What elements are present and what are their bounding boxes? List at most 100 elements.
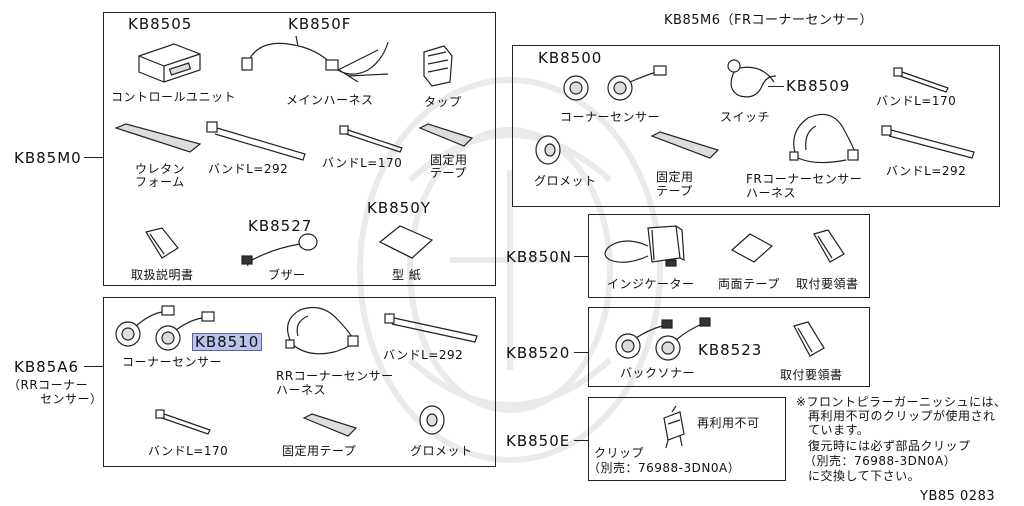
label-main-harness: メインハーネス bbox=[286, 93, 374, 107]
fr-sensor-harness-icon bbox=[789, 113, 859, 164]
label-fr-harness-2: ハーネス bbox=[746, 186, 797, 200]
leader-line bbox=[84, 366, 103, 367]
label-rr-harness-2: ハーネス bbox=[276, 383, 327, 397]
label-double-tape: 両面テープ bbox=[718, 277, 780, 291]
control-unit-icon bbox=[138, 43, 201, 83]
footer-code: YB85 0283 bbox=[920, 489, 996, 504]
main-harness-icon bbox=[241, 35, 389, 83]
group-kb850e-code: KB850E bbox=[506, 432, 571, 450]
indicator-icon bbox=[604, 225, 685, 267]
label-buzzer: ブザー bbox=[268, 268, 306, 282]
label-rr-harness-1: RRコーナーセンサー bbox=[276, 369, 394, 383]
tap-connector-icon bbox=[423, 45, 453, 87]
rr-corner-sensor-icon bbox=[115, 305, 215, 351]
band-292-m6-icon bbox=[881, 125, 975, 159]
switch-icon bbox=[727, 59, 777, 98]
label-indicator: インジケーター bbox=[607, 277, 695, 291]
leader-line bbox=[574, 256, 588, 257]
fixing-tape-a6-icon bbox=[302, 413, 358, 437]
part-code-kb850y: KB850Y bbox=[367, 199, 431, 217]
grommet-m6-icon bbox=[535, 135, 561, 165]
band-170-a6-icon bbox=[155, 409, 211, 435]
label-fixing-tape-1: 固定用 bbox=[430, 153, 468, 167]
label-rr-corner-sensor: コーナーセンサー bbox=[122, 355, 223, 369]
rr-sensor-harness-icon bbox=[285, 307, 359, 355]
label-control-unit: コントロールユニット bbox=[111, 90, 237, 104]
label-band-292-a6: バンドL=292 bbox=[383, 348, 464, 362]
note-line-1: ※フロントピラーガーニッシュには、 bbox=[796, 395, 1007, 409]
fixing-tape-m6-icon bbox=[650, 131, 720, 159]
band-292-a6-icon bbox=[384, 313, 478, 343]
buzzer-icon bbox=[241, 233, 318, 267]
group-kb8520-code: KB8520 bbox=[506, 344, 571, 362]
note-line-2: 再利用不可のクリップが使用され bbox=[808, 409, 996, 423]
double-sided-tape-icon bbox=[730, 233, 774, 263]
group-kb85a6-sub-2: センサー） bbox=[40, 392, 103, 406]
back-sonar-icon bbox=[615, 317, 711, 361]
note-line-5: （別売：76988-3DN0A） bbox=[804, 454, 957, 468]
leader-line bbox=[84, 157, 103, 158]
label-not-reusable: 再利用不可 bbox=[697, 416, 760, 430]
label-template: 型 紙 bbox=[392, 268, 422, 282]
group-kb85a6-sub-1: （RRコーナー bbox=[8, 378, 89, 392]
clip-icon bbox=[663, 405, 685, 449]
leader-line bbox=[574, 352, 588, 353]
install-guide-20-icon bbox=[793, 321, 825, 357]
label-manual: 取扱説明書 bbox=[131, 268, 194, 282]
leader-line bbox=[574, 440, 588, 441]
label-fixing-tape-m6-2: テープ bbox=[656, 184, 693, 198]
label-urethane-foam-2: フォーム bbox=[135, 175, 185, 189]
part-code-kb8500: KB8500 bbox=[538, 49, 603, 67]
label-band-170-m6: バンドL=170 bbox=[876, 94, 957, 108]
label-clip: クリップ bbox=[594, 446, 645, 460]
group-kb850n-box bbox=[588, 214, 870, 298]
label-install-guide-20: 取付要領書 bbox=[780, 368, 843, 382]
group-kb85m6-header: KB85M6（FRコーナーセンサー） bbox=[664, 13, 873, 28]
watermark-emblem bbox=[357, 77, 663, 463]
group-kb850n-code: KB850N bbox=[506, 248, 572, 266]
part-code-kb8505: KB8505 bbox=[128, 15, 193, 33]
label-fixing-tape-2: テープ bbox=[430, 166, 467, 180]
label-tap: タップ bbox=[424, 95, 462, 109]
label-fixing-tape-a6: 固定用テープ bbox=[282, 444, 357, 458]
label-grommet-a6: グロメット bbox=[410, 444, 473, 458]
label-clip-part: （別売：76988-3DN0A） bbox=[588, 461, 741, 475]
label-fr-corner-sensor: コーナーセンサー bbox=[560, 110, 661, 124]
label-install-guide-n: 取付要領書 bbox=[796, 277, 859, 291]
urethane-foam-icon bbox=[114, 123, 202, 153]
note-line-3: ています。 bbox=[808, 423, 870, 437]
note-line-6: に交換して下さい。 bbox=[808, 469, 921, 483]
group-kb8520-box bbox=[588, 307, 870, 387]
band-292-icon bbox=[206, 121, 306, 161]
label-band-170-a6: バンドL=170 bbox=[148, 444, 229, 458]
label-fixing-tape-m6-1: 固定用 bbox=[656, 170, 694, 184]
label-band-170: バンドL=170 bbox=[322, 156, 403, 170]
group-kb85a6-code: KB85A6 bbox=[14, 358, 80, 376]
install-guide-n-icon bbox=[813, 229, 845, 263]
group-kb85a6-box bbox=[103, 297, 496, 467]
label-band-292: バンドL=292 bbox=[208, 162, 289, 176]
group-kb85m0-box bbox=[103, 12, 496, 286]
template-sheet-icon bbox=[378, 225, 434, 259]
leader-line bbox=[768, 86, 784, 87]
note-line-4: 復元時には必ず部品クリップ bbox=[808, 439, 971, 453]
label-back-sonar: バックソナー bbox=[620, 366, 696, 380]
band-170-m6-icon bbox=[893, 67, 949, 93]
grommet-a6-icon bbox=[419, 405, 445, 435]
group-kb850e-box bbox=[588, 397, 786, 481]
part-code-kb8510-highlighted: KB8510 bbox=[192, 333, 263, 351]
group-kb85m6-box bbox=[512, 45, 1000, 207]
label-urethane-foam-1: ウレタン bbox=[135, 162, 186, 176]
part-code-kb8527: KB8527 bbox=[248, 217, 313, 235]
part-code-kb8509: KB8509 bbox=[786, 77, 851, 95]
label-grommet-m6: グロメット bbox=[534, 174, 597, 188]
label-band-292-m6: バンドL=292 bbox=[886, 164, 967, 178]
label-fr-harness-1: FRコーナーセンサー bbox=[746, 172, 863, 186]
label-switch: スイッチ bbox=[720, 110, 771, 124]
fr-corner-sensor-icon bbox=[563, 65, 667, 101]
fixing-tape-icon bbox=[418, 123, 474, 147]
part-code-kb8523: KB8523 bbox=[698, 341, 763, 359]
group-kb85m0-code: KB85M0 bbox=[14, 149, 82, 167]
part-code-kb850f: KB850F bbox=[288, 15, 352, 33]
manual-booklet-icon bbox=[145, 227, 179, 259]
